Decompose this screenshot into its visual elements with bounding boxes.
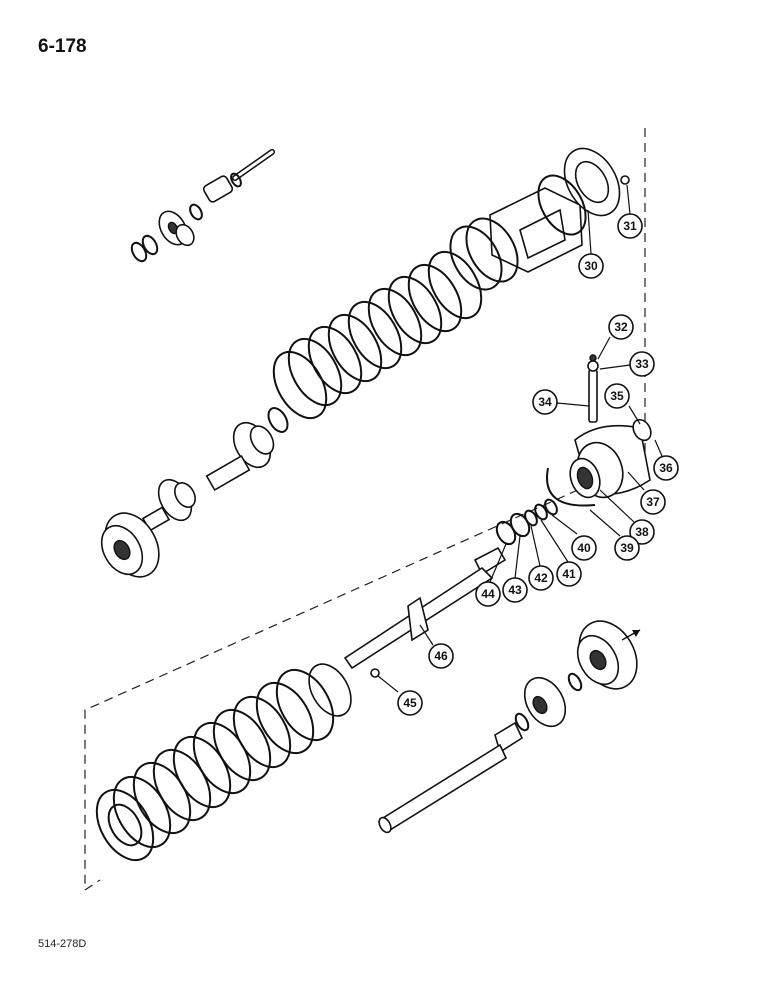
svg-text:42: 42	[534, 571, 548, 585]
callout-35: 35	[604, 383, 630, 409]
main-shaft	[343, 546, 507, 678]
page-number: 6-178	[38, 36, 87, 57]
upper-shaft-parts	[130, 149, 275, 263]
drawing-code: 514-278D	[38, 938, 87, 950]
svg-text:37: 37	[646, 495, 660, 509]
hub-and-piston	[449, 147, 630, 291]
svg-text:30: 30	[584, 259, 598, 273]
svg-text:38: 38	[635, 525, 649, 539]
svg-text:41: 41	[562, 567, 576, 581]
svg-text:39: 39	[620, 541, 634, 555]
callout-41: 41	[556, 561, 582, 587]
callout-44: 44	[475, 581, 501, 607]
valve-housing-assembly	[546, 354, 652, 507]
callout-38: 38	[629, 519, 655, 545]
callout-32: 32	[608, 314, 634, 340]
svg-text:31: 31	[623, 219, 637, 233]
callouts: 30 31 32 33 34 35 36 37	[377, 184, 679, 716]
callout-42: 42	[528, 565, 554, 591]
callout-46: 46	[428, 643, 454, 669]
lower-clutch-discs	[95, 663, 352, 862]
svg-text:33: 33	[635, 357, 649, 371]
callout-39: 39	[614, 535, 640, 561]
callout-45: 45	[397, 690, 423, 716]
callout-40: 40	[571, 535, 597, 561]
callout-33: 33	[629, 351, 655, 377]
svg-text:44: 44	[481, 587, 495, 601]
upper-gear-cluster	[100, 407, 289, 578]
callout-36: 36	[653, 455, 679, 481]
svg-text:40: 40	[577, 541, 591, 555]
svg-text:35: 35	[610, 389, 624, 403]
callout-31: 31	[617, 213, 643, 239]
output-shaft-and-gears	[378, 620, 641, 834]
svg-text:43: 43	[508, 583, 522, 597]
svg-text:32: 32	[614, 320, 628, 334]
callout-30: 30	[578, 253, 604, 279]
seal-rings-40-44	[495, 498, 558, 546]
svg-text:46: 46	[434, 649, 448, 663]
callout-43: 43	[502, 577, 528, 603]
assembly-boundary	[84, 128, 646, 891]
svg-text:36: 36	[659, 461, 673, 475]
svg-text:45: 45	[403, 696, 417, 710]
callout-37: 37	[640, 489, 666, 515]
upper-clutch-discs	[272, 250, 483, 420]
svg-text:34: 34	[538, 395, 552, 409]
callout-34: 34	[532, 389, 558, 415]
